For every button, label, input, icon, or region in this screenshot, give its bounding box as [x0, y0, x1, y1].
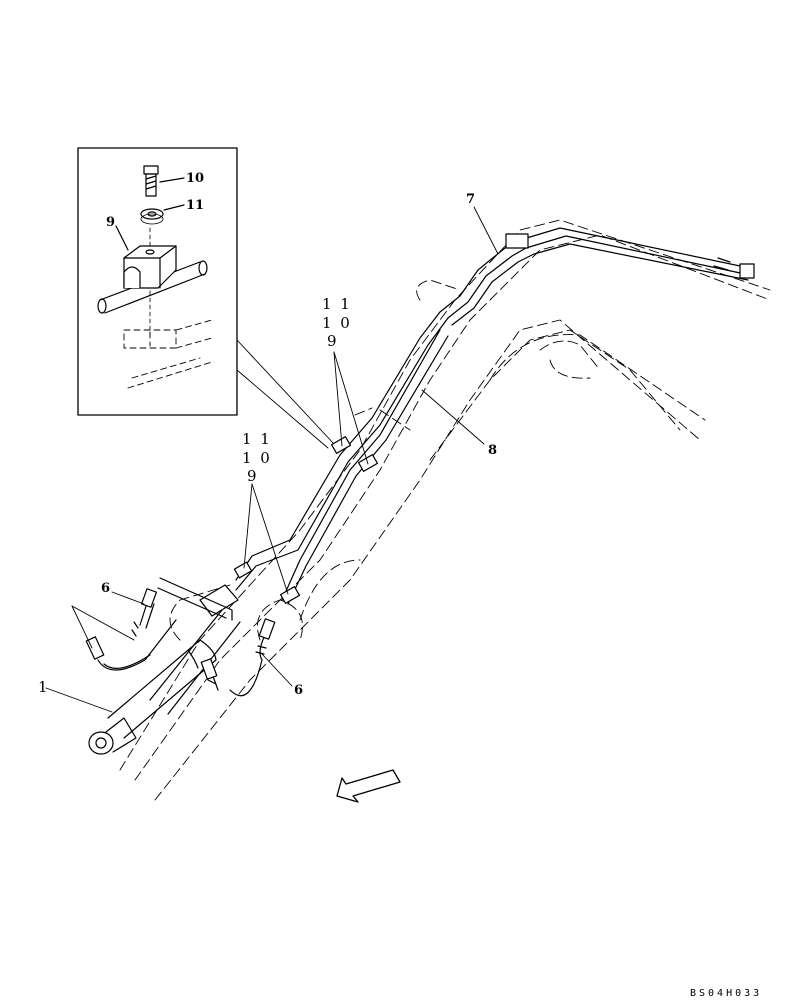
clamp-lower-left	[233, 561, 253, 579]
boom-outline	[119, 219, 771, 801]
base-plate	[123, 319, 213, 389]
clamp-upper-left	[330, 436, 352, 454]
washer-icon	[140, 208, 164, 225]
group-upper-line-2: 1 0	[322, 314, 352, 332]
direction-arrow-icon	[336, 769, 401, 803]
label-tube-upper: 7	[466, 192, 475, 207]
label-inset-bolt: 10	[186, 171, 204, 186]
label-hose-left: 6	[101, 581, 110, 596]
group-lower-line-1: 1 1	[242, 430, 272, 448]
bolt-icon	[143, 165, 159, 197]
group-lower-line-2: 1 0	[242, 449, 272, 467]
group-upper-line-1: 1 1	[322, 295, 352, 313]
detail-inset	[77, 147, 238, 416]
label-inset-washer: 11	[186, 198, 204, 213]
drawing-code: BS04H033	[690, 988, 762, 999]
hydraulic-tubes	[235, 227, 755, 605]
label-inset-clamp: 9	[106, 215, 115, 230]
label-cylinder: 1	[38, 678, 50, 696]
leader-lines	[45, 206, 499, 713]
inset-frame	[77, 147, 238, 416]
clamp-icon	[123, 245, 177, 289]
clamp-lower-right	[279, 586, 301, 604]
group-upper-line-3: 9	[327, 332, 339, 350]
label-hose-right: 6	[294, 683, 303, 698]
label-tube-main: 8	[488, 443, 497, 458]
hydraulic-cylinder	[88, 584, 241, 755]
hoses	[85, 577, 276, 697]
group-lower-line-3: 9	[247, 467, 259, 485]
